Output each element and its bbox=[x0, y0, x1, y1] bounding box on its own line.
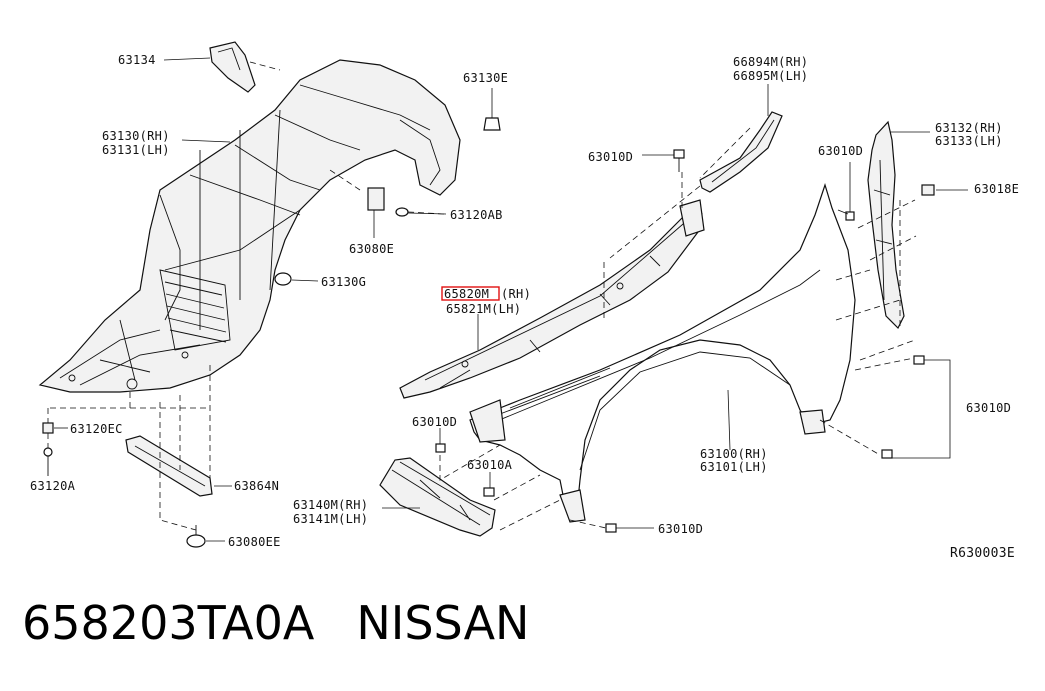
fender-liner-63130[interactable] bbox=[38, 59, 461, 393]
label-66894m-rh: 66894M(RH) bbox=[733, 55, 808, 69]
label-63134: 63134 bbox=[118, 53, 156, 67]
label-63130e: 63130E bbox=[463, 71, 508, 85]
label-63133-lh: 63133(LH) bbox=[935, 134, 1003, 148]
guard-63864n[interactable] bbox=[125, 435, 232, 497]
reinforcement-65820m[interactable] bbox=[399, 199, 705, 399]
label-63010d-bottom: 63010D bbox=[658, 522, 703, 536]
clip-63130e[interactable] bbox=[483, 88, 501, 131]
label-63010a: 63010A bbox=[467, 458, 513, 472]
label-63018e: 63018E bbox=[974, 182, 1019, 196]
bolt-63010d-left[interactable] bbox=[435, 428, 446, 453]
rivet-63120a[interactable] bbox=[43, 447, 53, 476]
label-63080ee: 63080EE bbox=[228, 535, 281, 549]
label-63010d-left: 63010D bbox=[412, 415, 457, 429]
bolt-63010d-top[interactable] bbox=[642, 149, 685, 172]
label-63101-lh: 63101(LH) bbox=[700, 460, 768, 474]
label-63120ec: 63120EC bbox=[70, 422, 123, 436]
label-63010d-top: 63010D bbox=[588, 150, 633, 164]
clip-63080e[interactable] bbox=[367, 187, 385, 238]
label-63080e: 63080E bbox=[349, 242, 394, 256]
clip-63018e[interactable] bbox=[921, 184, 968, 196]
bolt-63010a[interactable] bbox=[483, 472, 495, 497]
label-63130-rh: 63130(RH) bbox=[102, 129, 170, 143]
seal-63132[interactable] bbox=[867, 120, 930, 330]
label-63130g: 63130G bbox=[321, 275, 366, 289]
label-63120ab: 63120AB bbox=[450, 208, 503, 222]
rivet-63120ab[interactable] bbox=[395, 207, 447, 217]
fender-63100[interactable] bbox=[469, 183, 856, 523]
diagram-reference-code: R630003E bbox=[950, 546, 1015, 561]
label-63141m-lh: 63141M(LH) bbox=[293, 512, 368, 526]
clip-63080ee[interactable] bbox=[186, 525, 225, 548]
label-65821m-lh: 65821M(LH) bbox=[446, 302, 521, 316]
label-66895m-lh: 66895M(LH) bbox=[733, 69, 808, 83]
label-65820m-side: (RH) bbox=[501, 287, 531, 301]
label-63010d-upper-right: 63010D bbox=[818, 144, 863, 158]
seal-66894m[interactable] bbox=[699, 84, 783, 193]
bracket-63140m[interactable] bbox=[379, 457, 496, 537]
bolt-63010d-bottom[interactable] bbox=[605, 523, 654, 533]
label-63140m-rh: 63140M(RH) bbox=[293, 498, 368, 512]
label-63131-lh: 63131(LH) bbox=[102, 143, 170, 157]
label-65820m-code[interactable]: 65820M bbox=[444, 287, 489, 301]
part-number: 658203TA0A bbox=[22, 596, 315, 650]
label-63120a: 63120A bbox=[30, 479, 76, 493]
bolt-63010d-right[interactable] bbox=[881, 355, 951, 459]
bracket-63134[interactable] bbox=[209, 41, 256, 93]
brand-name: NISSAN bbox=[356, 596, 530, 650]
label-63132-rh: 63132(RH) bbox=[935, 121, 1003, 135]
bolt-63010d-upper-right[interactable] bbox=[837, 162, 855, 221]
clip-63120ec[interactable] bbox=[42, 422, 68, 434]
part-caption: 658203TA0A NISSAN bbox=[22, 596, 571, 650]
highlight-box-65820m bbox=[441, 286, 500, 301]
grommet-63130g[interactable] bbox=[274, 272, 319, 286]
label-63864n: 63864N bbox=[234, 479, 279, 493]
label-63100-rh: 63100(RH) bbox=[700, 447, 768, 461]
label-63010d-right: 63010D bbox=[966, 401, 1011, 415]
